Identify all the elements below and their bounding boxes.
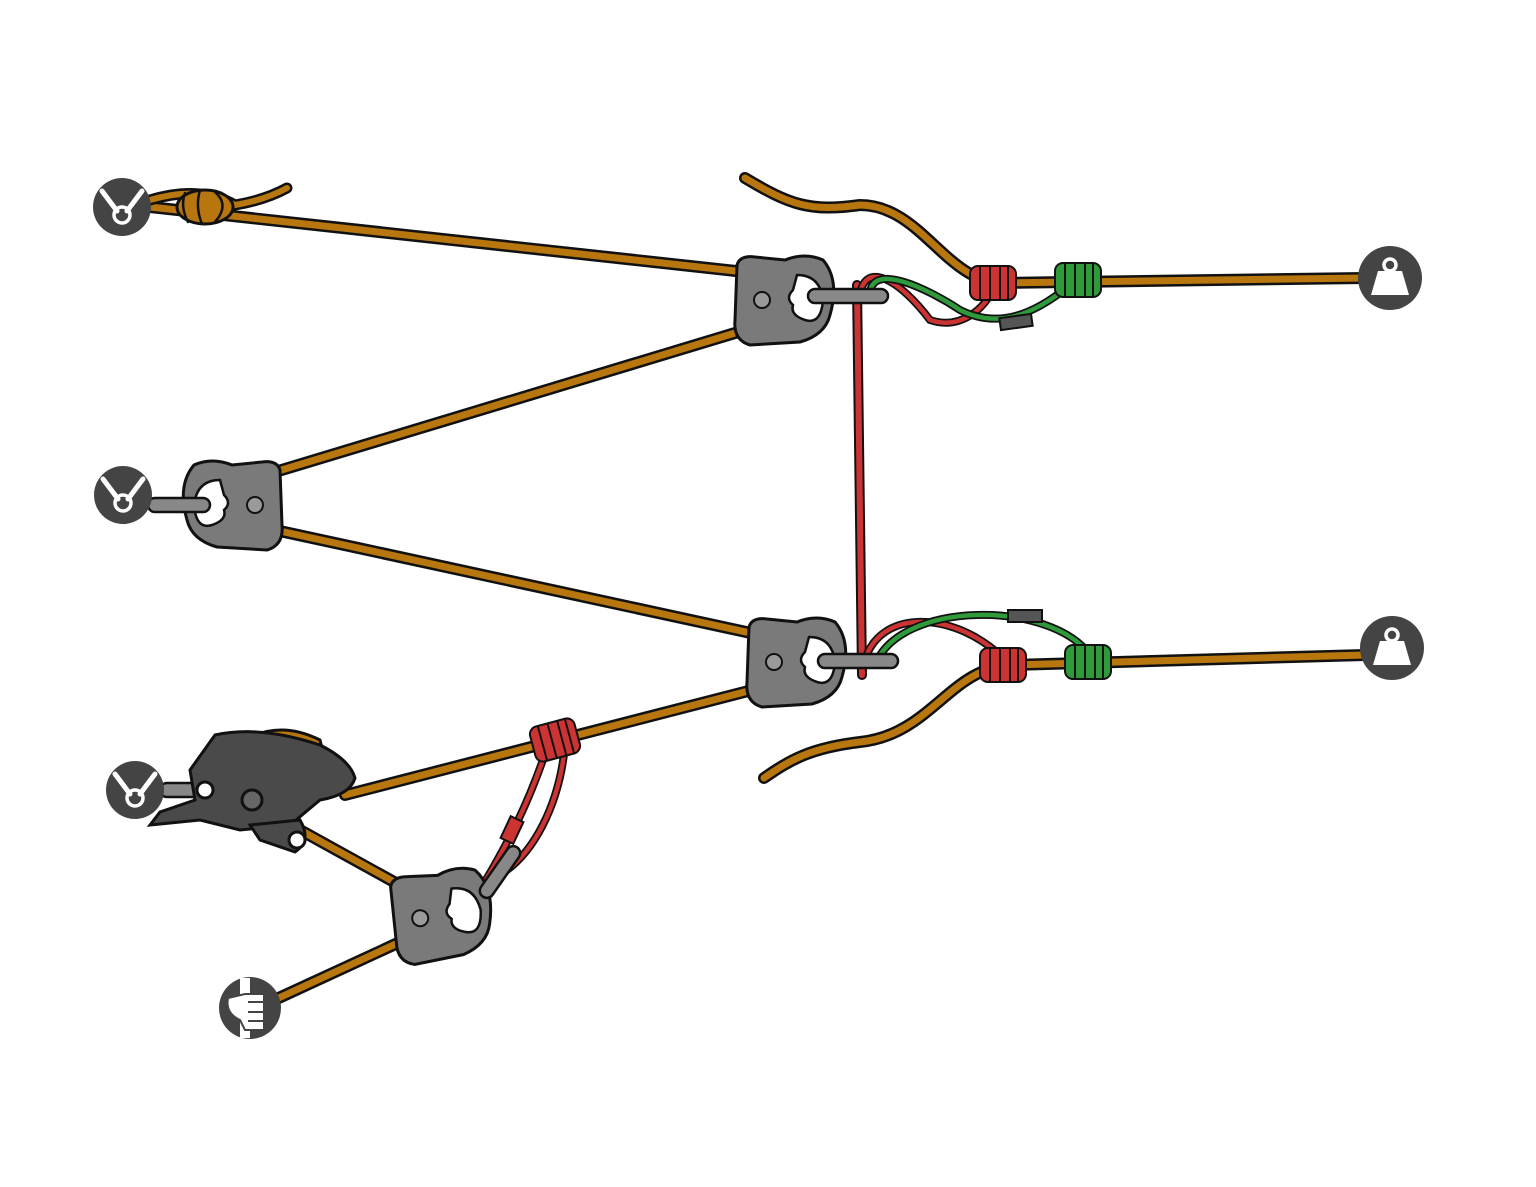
haul-hand-icon [219,977,281,1039]
prusik-cords [476,273,1094,894]
pulley [385,863,499,969]
carabiner [146,287,900,900]
load-weight-icon [1356,244,1424,312]
anchor-icon [106,761,164,819]
load-weight-icon [1358,614,1426,682]
anchor-icon [93,178,151,236]
rope-lines [144,172,1371,1008]
progress-capture-device [146,728,357,854]
prusik-wraps [528,262,1112,763]
anchor-icon [94,466,152,524]
